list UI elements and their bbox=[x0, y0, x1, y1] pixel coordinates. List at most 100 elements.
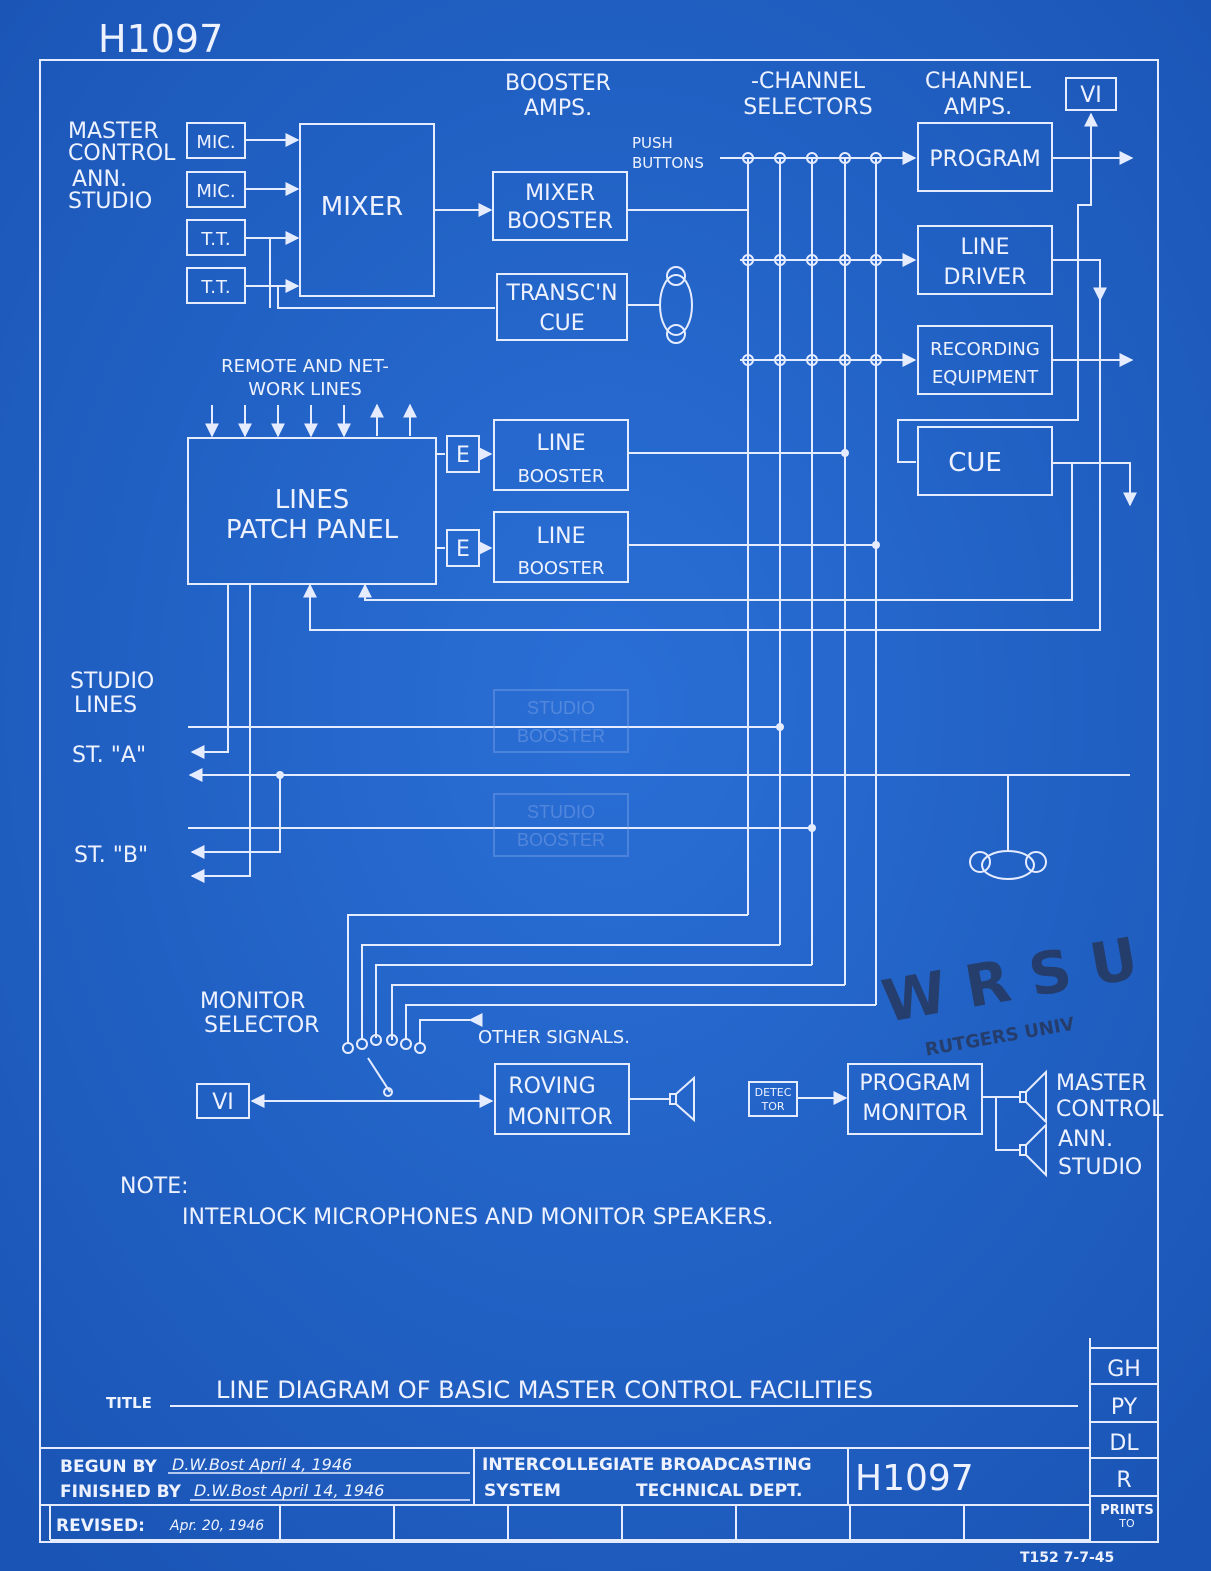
mixer-booster-block bbox=[492, 171, 628, 241]
source-ann-studio-1: ANN. bbox=[72, 167, 127, 192]
program-monitor-label-1: PROGRAM bbox=[859, 1071, 970, 1096]
studio-headphones-icon bbox=[969, 850, 1047, 880]
equalizer-2-label: E bbox=[456, 537, 470, 562]
cue-output bbox=[1052, 462, 1137, 507]
title-block-grid bbox=[40, 1338, 1158, 1542]
cue-return-to-patch bbox=[358, 463, 1073, 601]
title-label: TITLE bbox=[106, 1394, 152, 1412]
mic-label-1: MIC. bbox=[196, 132, 235, 153]
source-master-control-1: MASTER bbox=[68, 119, 159, 144]
recording-label-1: RECORDING bbox=[930, 339, 1040, 360]
prints-to-gh: GH bbox=[1107, 1357, 1141, 1382]
prints-to-py: PY bbox=[1111, 1395, 1138, 1420]
org-line-2a: SYSTEM bbox=[484, 1481, 561, 1501]
begun-by-label: BEGUN BY bbox=[60, 1457, 158, 1477]
patch-panel-label-1: LINES bbox=[275, 485, 350, 515]
line-booster-1-label-1: LINE bbox=[536, 431, 585, 456]
studio-booster-a-label-2: BOOSTER bbox=[517, 726, 605, 746]
roving-monitor-label-1: ROVING bbox=[508, 1074, 595, 1099]
line-driver-return-to-patch bbox=[303, 300, 1101, 631]
speaker-master-label-2: CONTROL bbox=[1056, 1097, 1164, 1122]
roving-speaker-icon bbox=[669, 1075, 695, 1123]
prints-to-label-2: TO bbox=[1118, 1517, 1135, 1530]
drawing-title: LINE DIAGRAM OF BASIC MASTER CONTROL FAC… bbox=[216, 1376, 873, 1404]
other-signals-label: OTHER SIGNALS. bbox=[478, 1027, 630, 1048]
cue-headphones-icon bbox=[659, 266, 693, 344]
line-booster-2-label-1: LINE bbox=[536, 524, 585, 549]
channel-amps-header-1: CHANNEL bbox=[925, 69, 1032, 94]
note-heading: NOTE: bbox=[120, 1174, 189, 1199]
studio-lines-label-2: LINES bbox=[74, 693, 137, 718]
studio-b-label: ST. "B" bbox=[74, 843, 148, 868]
junction-lb1 bbox=[841, 449, 849, 457]
finished-by-label: FINISHED BY bbox=[60, 1482, 182, 1502]
monitor-selector-wiring bbox=[342, 914, 876, 1097]
vi-meter-bottom bbox=[196, 1083, 250, 1119]
cue-amp-block bbox=[917, 426, 1053, 496]
studio-lines-label-1: STUDIO bbox=[70, 669, 154, 694]
channel-amps-header-2: AMPS. bbox=[944, 95, 1012, 120]
source-master-control-2: CONTROL bbox=[68, 141, 176, 166]
revised-label: REVISED: bbox=[56, 1516, 145, 1536]
cue-amp-label: CUE bbox=[948, 448, 1002, 478]
line-driver-label-1: LINE bbox=[960, 235, 1009, 260]
prints-to-label-1: PRINTS bbox=[1100, 1503, 1154, 1518]
begun-by-value: D.W.Bost April 4, 1946 bbox=[172, 1455, 352, 1474]
program-monitor-label-2: MONITOR bbox=[862, 1101, 967, 1126]
org-line-2b: TECHNICAL DEPT. bbox=[636, 1481, 803, 1501]
prints-to-dl: DL bbox=[1109, 1431, 1139, 1456]
drawing-number-block: H1097 bbox=[855, 1458, 974, 1499]
studio-line-wiring bbox=[188, 585, 1130, 883]
tt-label-1: T.T. bbox=[200, 229, 230, 250]
mic-label-2: MIC. bbox=[196, 181, 235, 202]
remote-lines-label-2: WORK LINES bbox=[248, 379, 362, 400]
finished-by-value: D.W.Bost April 14, 1946 bbox=[194, 1481, 384, 1500]
booster-header-1: BOOSTER bbox=[505, 71, 611, 96]
vi-top-label: VI bbox=[1080, 83, 1102, 108]
selectors-header-1: -CHANNEL bbox=[751, 69, 866, 94]
prints-to-r: R bbox=[1116, 1468, 1131, 1493]
program-monitor-block bbox=[847, 1063, 983, 1135]
studio-booster-b-label-1: STUDIO bbox=[527, 802, 595, 822]
transc-cue-label-1: TRANSC'N bbox=[505, 281, 617, 306]
master-control-speaker-icon bbox=[1019, 1069, 1047, 1125]
mixer-booster-label-1: MIXER bbox=[525, 181, 595, 206]
mixer-booster-label-2: BOOSTER bbox=[507, 209, 613, 234]
roving-monitor-label-2: MONITOR bbox=[507, 1105, 612, 1130]
monitor-selector-label-1: MONITOR bbox=[200, 989, 305, 1014]
program-amp-label: PROGRAM bbox=[929, 147, 1040, 172]
push-buttons-label-1: PUSH bbox=[632, 134, 673, 152]
detector-label-1: DETEC bbox=[755, 1086, 792, 1099]
patch-panel-label-2: PATCH PANEL bbox=[226, 515, 399, 545]
line-booster-2-block bbox=[493, 511, 629, 583]
studio-booster-a-label-1: STUDIO bbox=[527, 698, 595, 718]
transc-cue-block bbox=[496, 273, 628, 341]
studio-a-label: ST. "A" bbox=[72, 743, 146, 768]
push-buttons-label-2: BUTTONS bbox=[632, 154, 704, 172]
mixer-label: MIXER bbox=[321, 192, 403, 222]
program-monitor-outputs bbox=[982, 1096, 1020, 1151]
drawing-number-top: H1097 bbox=[98, 17, 223, 61]
line-booster-1-block bbox=[493, 419, 629, 491]
speaker-master-label-1: MASTER bbox=[1056, 1071, 1147, 1096]
detector-label-2: TOR bbox=[760, 1100, 784, 1113]
revised-value: Apr. 20, 1946 bbox=[169, 1518, 264, 1534]
vi-bottom-label: VI bbox=[212, 1090, 234, 1115]
source-ann-studio-2: STUDIO bbox=[68, 189, 152, 214]
remote-lines-label-1: REMOTE AND NET- bbox=[221, 356, 389, 377]
booster-header-2: AMPS. bbox=[524, 96, 592, 121]
tt-label-2: T.T. bbox=[200, 277, 230, 298]
monitor-selector-label-2: SELECTOR bbox=[204, 1013, 319, 1038]
lines-patch-panel bbox=[187, 437, 437, 585]
tt-cue-bus bbox=[269, 238, 495, 309]
equalizer-1-label: E bbox=[456, 443, 470, 468]
program-bus-row bbox=[720, 151, 917, 165]
line-driver-bus-row bbox=[740, 253, 917, 267]
line-driver-output bbox=[1052, 259, 1107, 302]
line-driver-label-2: DRIVER bbox=[944, 265, 1027, 290]
speaker-ann-label-2: STUDIO bbox=[1058, 1155, 1142, 1180]
ann-studio-speaker-icon bbox=[1019, 1122, 1047, 1178]
